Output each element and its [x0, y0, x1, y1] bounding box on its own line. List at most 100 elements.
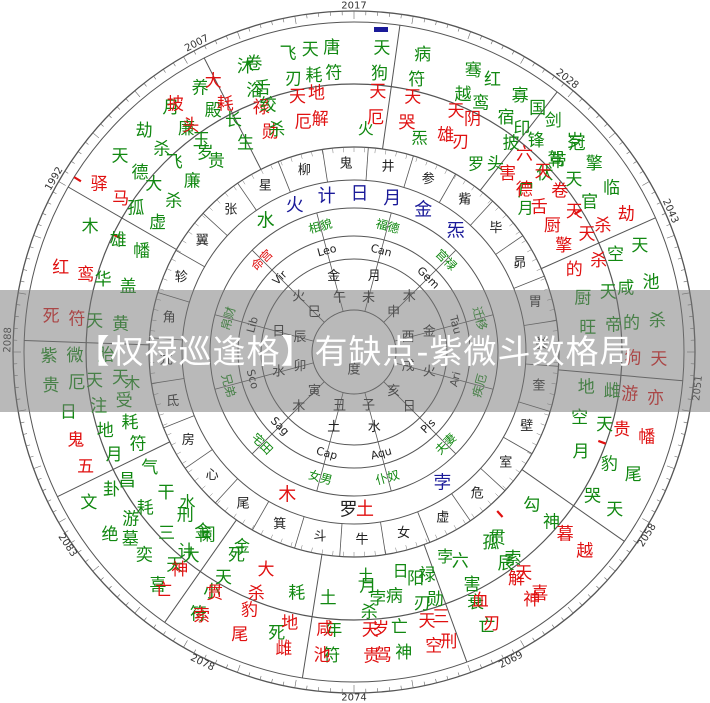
degree-tick	[33, 465, 42, 469]
palace-star-bottom-left: 金	[194, 522, 211, 542]
mansion-divider	[339, 523, 343, 557]
palace-star-lower-right: 神	[395, 643, 412, 663]
palace-star-bottom-left: 喜	[149, 576, 166, 596]
mansion-divider	[480, 468, 506, 491]
palace-star-top-right: 头	[487, 154, 504, 174]
banner-title: 【权禄巡逢格】有缺点-紫微斗数格局	[76, 332, 634, 371]
palace-star-upper-right: 驾	[548, 150, 565, 170]
degree-tick	[23, 269, 28, 271]
mansion-divider	[451, 493, 471, 522]
palace-star-bottom-center-left: 小	[203, 582, 220, 602]
degree-tick	[26, 257, 31, 260]
palace-star-upper-left: 披	[167, 95, 184, 115]
palace-star-left-upper: 杀	[165, 191, 182, 211]
palace-star-lower-left: 阑	[199, 526, 216, 546]
degree-tick	[259, 24, 262, 29]
year-label: 2078	[188, 652, 216, 673]
palace-star-right-lower: 勾	[523, 496, 540, 516]
palace-star-top-center-left: 沐	[237, 57, 254, 77]
palace-star-right-lower: 神	[543, 513, 560, 533]
degree-tick	[77, 549, 82, 553]
degree-tick	[639, 530, 644, 533]
year-label: 2007	[183, 33, 211, 54]
lunar-mansion-label: 尾	[237, 496, 250, 511]
degree-tick	[143, 617, 147, 621]
palace-star-upper-right: 舌	[531, 197, 548, 217]
palace-star-top-right: 尸	[517, 182, 534, 202]
palace-star-upper-left: 玉	[193, 130, 210, 150]
mansion-divider	[470, 200, 493, 226]
lunar-mansion-label: 井	[381, 160, 394, 175]
palace-star-lower-right: 三	[432, 607, 449, 627]
degree-tick	[579, 602, 583, 606]
degree-tick	[52, 191, 57, 195]
zodiac-label: Aqu	[369, 444, 393, 462]
palace-star-upper-right: 卷	[551, 181, 568, 201]
degree-tick	[134, 90, 141, 98]
inner-tick	[280, 538, 283, 544]
palace-star-top-center-left: 勋	[262, 122, 279, 142]
palace-star-bottom-center-left: 杀	[248, 584, 265, 604]
palace-star-lower-left: 神	[171, 560, 188, 580]
palace-star-left-lower: 地	[97, 421, 114, 441]
degree-tick	[47, 202, 52, 205]
lunar-mansion-label: 张	[224, 203, 237, 218]
inner-planet-label: 罗	[340, 499, 358, 520]
degree-tick	[64, 171, 69, 174]
inner-planet-label: 水	[257, 211, 275, 232]
degree-tick	[490, 659, 493, 664]
inner-tick	[415, 156, 418, 162]
palace-star-right-lower: 索	[504, 549, 521, 569]
palace-star-lower-left: 亡	[155, 580, 172, 600]
inner-tick	[166, 268, 172, 271]
degree-tick	[306, 14, 308, 19]
mansion-divider	[277, 161, 291, 193]
palace-star-top-right: 红	[484, 70, 501, 90]
degree-tick	[604, 577, 608, 581]
inner-tick	[405, 545, 408, 551]
inner-tick	[233, 513, 237, 518]
palace-star-bottom-left: 天	[166, 556, 183, 576]
palace-star-left-lower: 月	[106, 445, 123, 465]
lunar-mansion-label: 箕	[273, 516, 286, 532]
degree-tick	[42, 488, 47, 491]
inner-tick	[233, 186, 237, 191]
center-planet-label: 水	[368, 420, 381, 435]
palace-star-upper-right: 杀	[595, 216, 612, 236]
lunar-mansion-label: 斗	[313, 529, 326, 544]
zodiac-label: Can	[369, 242, 393, 260]
lunar-mansion-label: 室	[499, 454, 512, 470]
palace-star-bottom-center-left: 豹	[241, 601, 258, 621]
degree-tick	[237, 664, 241, 673]
inner-tick	[181, 240, 187, 244]
palace-star-lower-left: 大	[183, 546, 200, 566]
palace-star-lower-right: 六	[452, 552, 469, 572]
palace-star-lower-left: 卦	[103, 480, 120, 500]
palace-star-left-lower: 符	[130, 435, 147, 455]
degree-tick	[92, 565, 100, 572]
inner-tick	[270, 534, 273, 540]
palace-star-left-upper: 虚	[149, 213, 166, 233]
palace-star-top-center-left: 刃	[285, 70, 302, 90]
inner-tick	[332, 148, 334, 154]
palace-star-top-left: 天	[373, 38, 390, 58]
inner-tick	[162, 423, 168, 426]
palace-name-label: 福德	[374, 216, 401, 237]
inner-tick	[444, 169, 448, 174]
degree-tick	[58, 518, 66, 523]
palace-star-right-upper: 杀	[590, 251, 607, 271]
degree-tick	[400, 14, 402, 19]
degree-tick	[587, 106, 592, 110]
degree-tick	[153, 624, 157, 629]
inner-tick	[166, 433, 172, 436]
degree-tick	[633, 161, 637, 164]
inner-tick	[479, 507, 484, 512]
degree-tick	[294, 16, 297, 25]
palace-star-bottom-right: 孛	[369, 589, 386, 609]
degree-tick	[204, 654, 207, 659]
degree-tick	[501, 45, 504, 50]
palace-star-bottom-center-left: 雌	[275, 639, 292, 659]
palace-star-top-center-right: 越	[455, 85, 472, 105]
inner-tick	[502, 485, 507, 490]
lunar-mansion-label: 翼	[196, 234, 209, 249]
